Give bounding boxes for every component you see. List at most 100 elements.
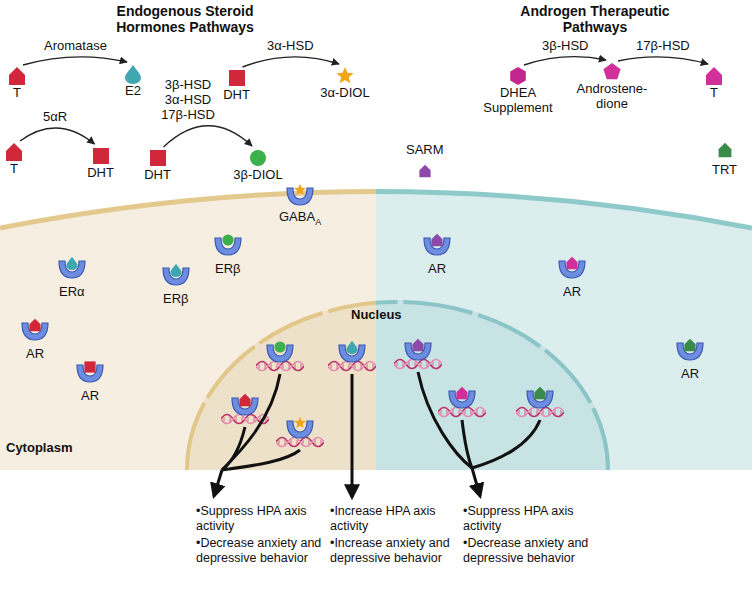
dna xyxy=(516,408,564,417)
ligand xyxy=(431,234,442,247)
arrow-trunk xyxy=(472,468,480,496)
molecule-icon xyxy=(335,66,355,86)
receptor-name: AR xyxy=(563,285,581,300)
arrow-branch xyxy=(222,450,300,470)
ligand xyxy=(456,387,467,400)
molecule-icon xyxy=(508,66,528,86)
conversion-arrow xyxy=(524,57,606,65)
molecule-name: DHT xyxy=(87,166,114,181)
molecule-name: Androstene- dione xyxy=(572,82,652,112)
molecule-icon xyxy=(602,62,622,82)
outcome-text: •Increase HPA axis activity xyxy=(330,504,462,534)
molecule: DHT xyxy=(87,146,114,181)
receptor-name: AR xyxy=(428,262,446,277)
outcome-text: •Decrease anxiety and depressive behavio… xyxy=(196,536,328,566)
molecule-name: DHT xyxy=(223,88,250,103)
nuclear-complexes xyxy=(221,339,564,447)
molecule: 3α-DIOL xyxy=(320,66,370,101)
receptor-name: ERα xyxy=(59,285,85,300)
molecule-name: DHEA Supplement xyxy=(478,86,558,116)
dna xyxy=(256,362,304,371)
molecule: E2 xyxy=(123,64,143,99)
nucleus-region: Nucleus xyxy=(185,300,610,470)
receptor-name: AR xyxy=(81,389,99,404)
drug-name: TRT xyxy=(712,163,737,178)
ligand xyxy=(294,184,306,195)
molecule-name: 3α-DIOL xyxy=(320,86,370,101)
membrane-receptors xyxy=(287,143,731,205)
outcome-text: •Increase anxiety and depressive behavio… xyxy=(330,536,462,566)
conversion-arrow xyxy=(23,57,127,65)
enzyme-label: 5αR xyxy=(42,110,68,125)
dna xyxy=(394,360,442,369)
ligand xyxy=(29,319,40,332)
molecule-icon xyxy=(4,142,24,162)
ligand xyxy=(239,394,250,407)
molecule-icon xyxy=(91,146,111,166)
molecule-icon xyxy=(123,64,143,84)
conversion-arrow xyxy=(243,57,340,67)
outcome-text: •Decrease anxiety and depressive behavio… xyxy=(463,536,595,566)
molecule: T xyxy=(704,66,724,101)
arrow-branch xyxy=(222,374,280,470)
sarm-icon xyxy=(419,165,430,178)
nucleus-shape xyxy=(185,300,610,470)
molecule-name: T xyxy=(7,86,27,101)
cytoplasm-receptors xyxy=(22,234,703,382)
ligand xyxy=(170,264,181,277)
conversion-arrow xyxy=(164,126,253,147)
molecule: T xyxy=(7,66,27,101)
receptor-name: GABAA xyxy=(279,210,321,227)
outcome-text: •Suppress HPA axis activity xyxy=(196,504,328,534)
conversion-arrow xyxy=(20,128,95,144)
ligand xyxy=(684,339,695,352)
molecule: DHT xyxy=(223,68,250,103)
trt-icon xyxy=(719,143,732,157)
conversion-arrow xyxy=(618,57,708,64)
dna xyxy=(438,408,486,417)
outcome-arrows xyxy=(214,372,540,497)
arrow-trunk xyxy=(214,470,222,496)
outcome-text: •Suppress HPA axis activity xyxy=(463,504,595,534)
pathway-heading: Endogenous Steroid Hormones Pathways xyxy=(95,3,275,35)
ligand xyxy=(346,341,357,354)
enzyme-label: 17β-HSD xyxy=(635,39,691,54)
ligand xyxy=(534,387,545,400)
ligand xyxy=(274,341,285,352)
enzyme-label: 3β-HSD 3α-HSD 17β-HSD xyxy=(159,78,217,123)
receptor-name: ERβ xyxy=(163,292,189,307)
molecule-name: T xyxy=(704,86,724,101)
molecule: DHT xyxy=(144,148,171,183)
nucleus-name: Nucleus xyxy=(351,308,402,323)
dna xyxy=(328,362,376,371)
molecule-icon xyxy=(704,66,724,86)
ligand xyxy=(294,417,306,428)
region-name: Cytoplasm xyxy=(6,441,72,456)
arrow-branch xyxy=(418,372,472,468)
molecule-icon xyxy=(227,68,247,88)
enzyme-label: 3α-HSD xyxy=(266,39,315,54)
ligand xyxy=(66,257,77,270)
ligand xyxy=(566,257,577,270)
enzyme-label: Aromatase xyxy=(43,39,108,54)
receptor-name: ERβ xyxy=(215,262,241,277)
molecule-name: T xyxy=(4,162,24,177)
arrow-branch xyxy=(462,420,472,468)
molecule: T xyxy=(4,142,24,177)
arrow-branch xyxy=(472,420,540,468)
molecule-name: DHT xyxy=(144,168,171,183)
dna xyxy=(276,438,324,447)
ligand xyxy=(412,339,423,352)
enzyme-label: 3β-HSD xyxy=(541,39,589,54)
ligand xyxy=(84,361,95,372)
molecule: DHEA Supplement xyxy=(478,66,558,116)
molecule-name: 3β-DIOL xyxy=(233,168,283,183)
molecule-icon xyxy=(148,148,168,168)
ligand xyxy=(222,234,233,245)
cell-region: Cytoplasm Nucleus xyxy=(0,185,752,470)
arrow-trunk xyxy=(351,374,354,497)
molecule-icon xyxy=(248,148,268,168)
receptor-name: AR xyxy=(681,367,699,382)
molecule-name: E2 xyxy=(123,84,143,99)
